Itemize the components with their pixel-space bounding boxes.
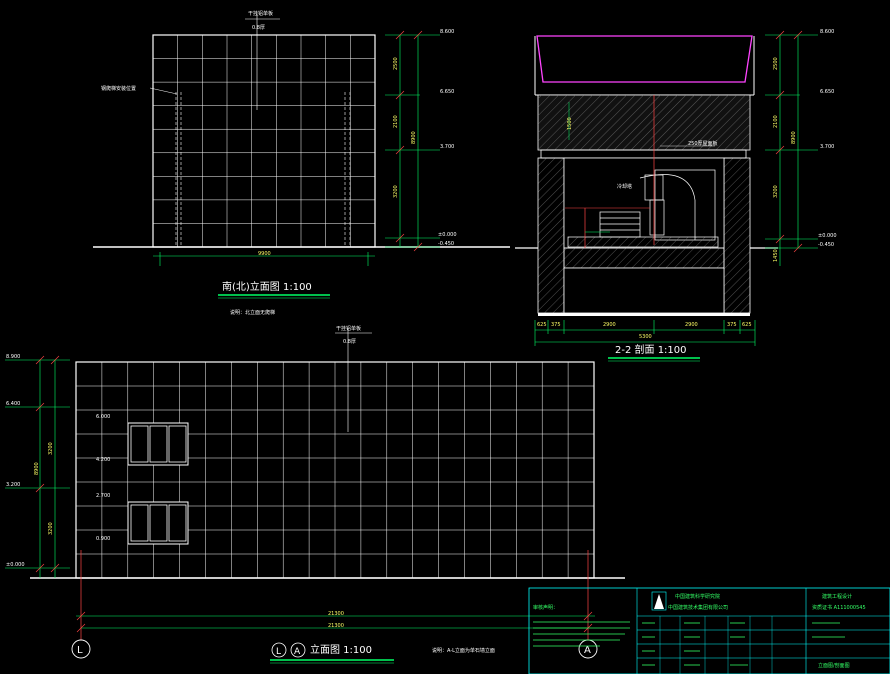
window-lower	[127, 501, 189, 545]
svg-text:6.650: 6.650	[440, 89, 454, 95]
svg-text:8900: 8900	[791, 131, 797, 144]
svg-text:375: 375	[551, 322, 561, 328]
title-axis-a: A	[294, 647, 301, 657]
svg-text:3200: 3200	[773, 185, 779, 198]
cert-number: 资质证书 A111000545	[812, 604, 866, 611]
axis-bubble-a: A	[584, 645, 591, 656]
ladder-label: 钢爬梯安装位置	[101, 85, 136, 92]
company-line1: 中国建筑科学研究院	[675, 593, 720, 600]
svg-text:2.700: 2.700	[96, 493, 110, 499]
roof-slab-label: 250厚屋面板	[688, 140, 718, 147]
svg-text:6.400: 6.400	[6, 401, 20, 407]
svg-text:2100: 2100	[393, 115, 399, 128]
company-line2: 中国建筑技术集团有限公司	[668, 604, 728, 611]
svg-text:2500: 2500	[393, 57, 399, 70]
section-title: 2-2 剖面 1:100	[615, 343, 687, 356]
svg-text:21300: 21300	[328, 623, 344, 629]
svg-text:-0.450: -0.450	[818, 242, 834, 248]
svg-text:9900: 9900	[258, 251, 271, 257]
svg-text:-0.450: -0.450	[438, 241, 454, 247]
svg-text:3200: 3200	[393, 185, 399, 198]
svg-text:2100: 2100	[773, 115, 779, 128]
svg-text:2900: 2900	[685, 322, 698, 328]
svg-text:3.200: 3.200	[6, 482, 20, 488]
svg-text:3200: 3200	[48, 442, 54, 455]
svg-text:8900: 8900	[411, 131, 417, 144]
svg-text:4.200: 4.200	[96, 457, 110, 463]
elevation-long: 6.000 4.200 2.700 0.900 干挂铝单板 0.8厚	[5, 325, 625, 664]
svg-text:625: 625	[537, 322, 547, 328]
svg-text:625: 625	[742, 322, 752, 328]
svg-text:±0.000: ±0.000	[438, 232, 457, 238]
sheet-name: 立面图/剖面图	[818, 662, 850, 669]
top-cladding-label: 干挂铝单板	[248, 10, 273, 17]
svg-text:8.600: 8.600	[440, 29, 454, 35]
svg-text:375: 375	[727, 322, 737, 328]
section-2-2: 1500 250厚屋面板 冷却塔 2500 2100 3200 8900 145…	[515, 29, 837, 362]
svg-text:21300: 21300	[328, 611, 344, 617]
top-cladding-thk: 0.8厚	[252, 25, 265, 31]
window-upper	[127, 422, 189, 466]
svg-text:3200: 3200	[48, 522, 54, 535]
svg-text:8.900: 8.900	[6, 354, 20, 360]
title-block: 中国建筑科学研究院 中国建筑技术集团有限公司 建筑工程设计 资质证书 A1110…	[528, 587, 890, 674]
title-axis-l: L	[276, 647, 281, 657]
elevation2-note: 说明：A-L立面为单石墙立面	[432, 647, 495, 654]
svg-text:8900: 8900	[34, 462, 40, 475]
elevation2-title: 立面图 1:100	[310, 643, 372, 656]
project-name: 建筑工程设计	[822, 593, 852, 600]
svg-text:6.000: 6.000	[96, 414, 110, 420]
equipment-label: 冷却塔	[617, 183, 632, 190]
svg-text:2900: 2900	[603, 322, 616, 328]
svg-text:6.650: 6.650	[820, 89, 834, 95]
svg-text:3.700: 3.700	[440, 144, 454, 150]
svg-text:8.600: 8.600	[820, 29, 834, 35]
svg-text:±0.000: ±0.000	[6, 562, 25, 568]
elevation-south-north: 钢爬梯安装位置 干挂铝单板 0.8厚 9900 2500	[93, 10, 510, 316]
elev2-top-label: 干挂铝单板	[336, 325, 361, 332]
axis-bubble-l: L	[77, 645, 83, 656]
elev2-top-thk: 0.8厚	[343, 339, 356, 345]
elevation1-note: 说明：北立面无爬梯	[230, 309, 275, 316]
review-note-label: 审核声明：	[533, 604, 558, 611]
svg-text:5300: 5300	[639, 334, 652, 340]
svg-text:1450: 1450	[773, 249, 779, 262]
svg-text:3.700: 3.700	[820, 144, 834, 150]
svg-text:0.900: 0.900	[96, 536, 110, 542]
svg-text:±0.000: ±0.000	[818, 233, 837, 239]
svg-text:1500: 1500	[567, 117, 573, 130]
elevation1-title: 南(北)立面图 1:100	[222, 280, 312, 293]
svg-text:2500: 2500	[773, 57, 779, 70]
